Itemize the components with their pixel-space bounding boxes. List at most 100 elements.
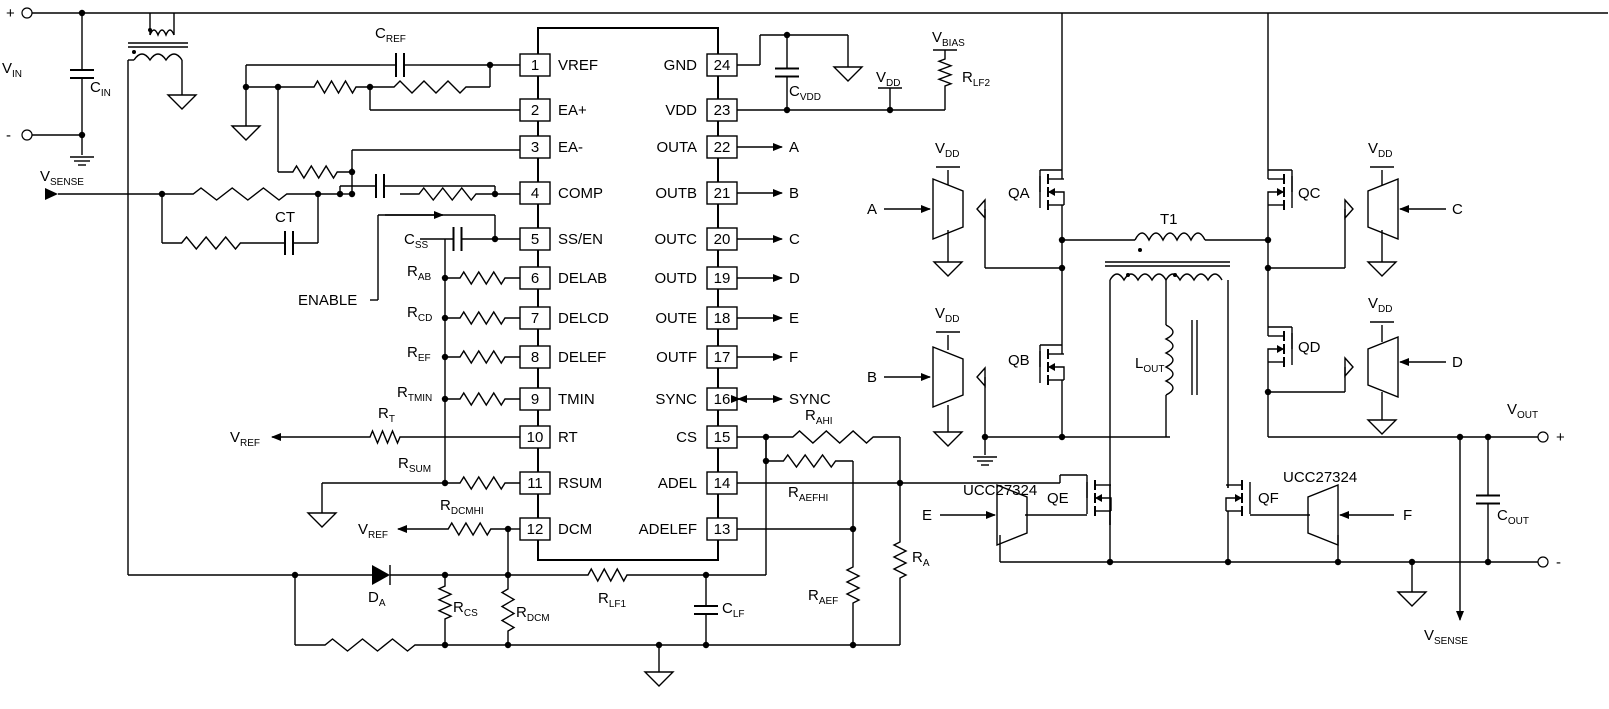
pin-number-8: 8 <box>531 349 539 366</box>
vref-rt-label: VREF <box>230 429 260 449</box>
vdd-label-qa: VDD <box>935 140 959 160</box>
pin-box-23 <box>706 98 738 122</box>
qe-mosfet <box>1095 497 1112 511</box>
pin-box-1 <box>519 53 551 77</box>
ground-icon <box>832 66 864 82</box>
ref-resistor <box>445 349 520 365</box>
pin-number-10: 10 <box>527 429 544 446</box>
pin-name-dcm: DCM <box>558 521 592 538</box>
cs-transformer-secondary <box>133 53 183 62</box>
qf-mosfet <box>1235 494 1242 502</box>
controller-ic-body <box>537 27 719 561</box>
rlf2-label: RLF2 <box>962 69 991 89</box>
pin-name-tmin: TMIN <box>558 391 595 408</box>
rcd-label-main: R <box>407 304 418 321</box>
junction-dot <box>1058 433 1066 441</box>
pin-name-outb: OUTB <box>655 185 697 202</box>
pin-number-13: 13 <box>714 521 731 538</box>
polarity-dot <box>148 28 152 32</box>
rsum-label-main: R <box>398 455 409 472</box>
vdd-label-qa-main: V <box>935 140 945 157</box>
ground-icon <box>166 94 198 110</box>
pin-number-18: 18 <box>714 310 731 327</box>
qa-gate-tri <box>976 198 986 220</box>
pin-name-sync: SYNC <box>655 391 697 408</box>
junction-dot <box>274 83 282 91</box>
pin-number-22: 22 <box>714 139 731 156</box>
qa-driver <box>932 177 964 241</box>
ground-icon <box>1366 261 1398 277</box>
rab-resistor <box>445 270 520 286</box>
rsum-label: RSUM <box>398 455 431 475</box>
ground-icon <box>306 512 338 528</box>
junction-dot <box>242 83 250 91</box>
pin-name-cs: CS <box>676 429 697 446</box>
polarity-dot <box>1138 248 1142 252</box>
ref-label: REF <box>407 344 431 364</box>
rahi-label: RAHI <box>805 407 833 427</box>
rcs-label-sub: CS <box>464 608 478 619</box>
vin-label-main: V <box>2 60 12 77</box>
sync-arrow-head <box>737 395 747 403</box>
pin-number-11: 11 <box>527 475 543 492</box>
junction-dot <box>1456 433 1464 441</box>
pin-box-15 <box>706 425 738 449</box>
qb-mosfet <box>1048 363 1055 371</box>
pin-name-outf: OUTF <box>656 349 697 366</box>
pin-number-15: 15 <box>714 429 731 446</box>
polarity-dot <box>1126 273 1130 277</box>
vin-plus-terminal[interactable] <box>21 7 33 19</box>
rlf1-resistor <box>575 567 640 583</box>
vdd-label-top: VDD <box>876 69 900 89</box>
vin-minus-terminal[interactable] <box>21 129 33 141</box>
qa-mosfet <box>1048 188 1055 196</box>
qd-label: QD <box>1298 339 1321 356</box>
junction-dot <box>1484 433 1492 441</box>
vout-plus-terminal[interactable] <box>1537 431 1549 443</box>
vin-label: VIN <box>2 60 22 80</box>
junction-dot <box>655 641 663 649</box>
sync-label: SYNC <box>789 391 831 408</box>
junction-dot <box>849 525 857 533</box>
t1-label: T1 <box>1160 211 1178 228</box>
qe-mosfet <box>1095 494 1102 502</box>
ct-label: CT <box>275 209 295 226</box>
vout-minus-terminal[interactable] <box>1537 556 1549 568</box>
pin-name-outc: OUTC <box>655 231 698 248</box>
junction-dot <box>491 235 499 243</box>
rcs-label: RCS <box>453 599 478 619</box>
pin-box-5 <box>519 227 551 251</box>
cvdd-label-sub: VDD <box>800 92 821 103</box>
rab-label-main: R <box>407 263 418 280</box>
pin-box-19 <box>706 266 738 290</box>
junction-dot <box>1224 558 1232 566</box>
vref-divider-resistor-2 <box>370 80 490 94</box>
vref-dcm-label-sub: REF <box>368 530 388 541</box>
out-a-label: A <box>789 139 799 156</box>
rt-label-sub: T <box>389 414 395 425</box>
rdcmhi-label-main: R <box>440 497 451 514</box>
cout-label: COUT <box>1497 507 1529 527</box>
a-input-label: A <box>867 201 877 218</box>
junction-dot <box>78 9 86 17</box>
rlf1-label-main: R <box>598 590 609 607</box>
f-input-label: F <box>1403 507 1412 524</box>
junction-dot <box>702 571 710 579</box>
rlf2-resistor <box>937 50 953 95</box>
rdcm-label-main: R <box>516 604 527 621</box>
qe-driver <box>996 483 1028 547</box>
vdd-label-top-main: V <box>876 69 886 86</box>
cout-label-sub: OUT <box>1508 516 1529 527</box>
junction-dot <box>78 131 86 139</box>
vdd-label-top-sub: DD <box>886 78 900 89</box>
cref-label: CREF <box>375 25 406 45</box>
rdcm-label-sub: DCM <box>527 613 550 624</box>
rab-label: RAB <box>407 263 432 283</box>
rlf2-label-main: R <box>962 69 973 86</box>
pin-box-2 <box>519 98 551 122</box>
cvdd-label: CVDD <box>789 83 821 103</box>
css-label-main: C <box>404 231 415 248</box>
wires <box>32 12 1608 672</box>
